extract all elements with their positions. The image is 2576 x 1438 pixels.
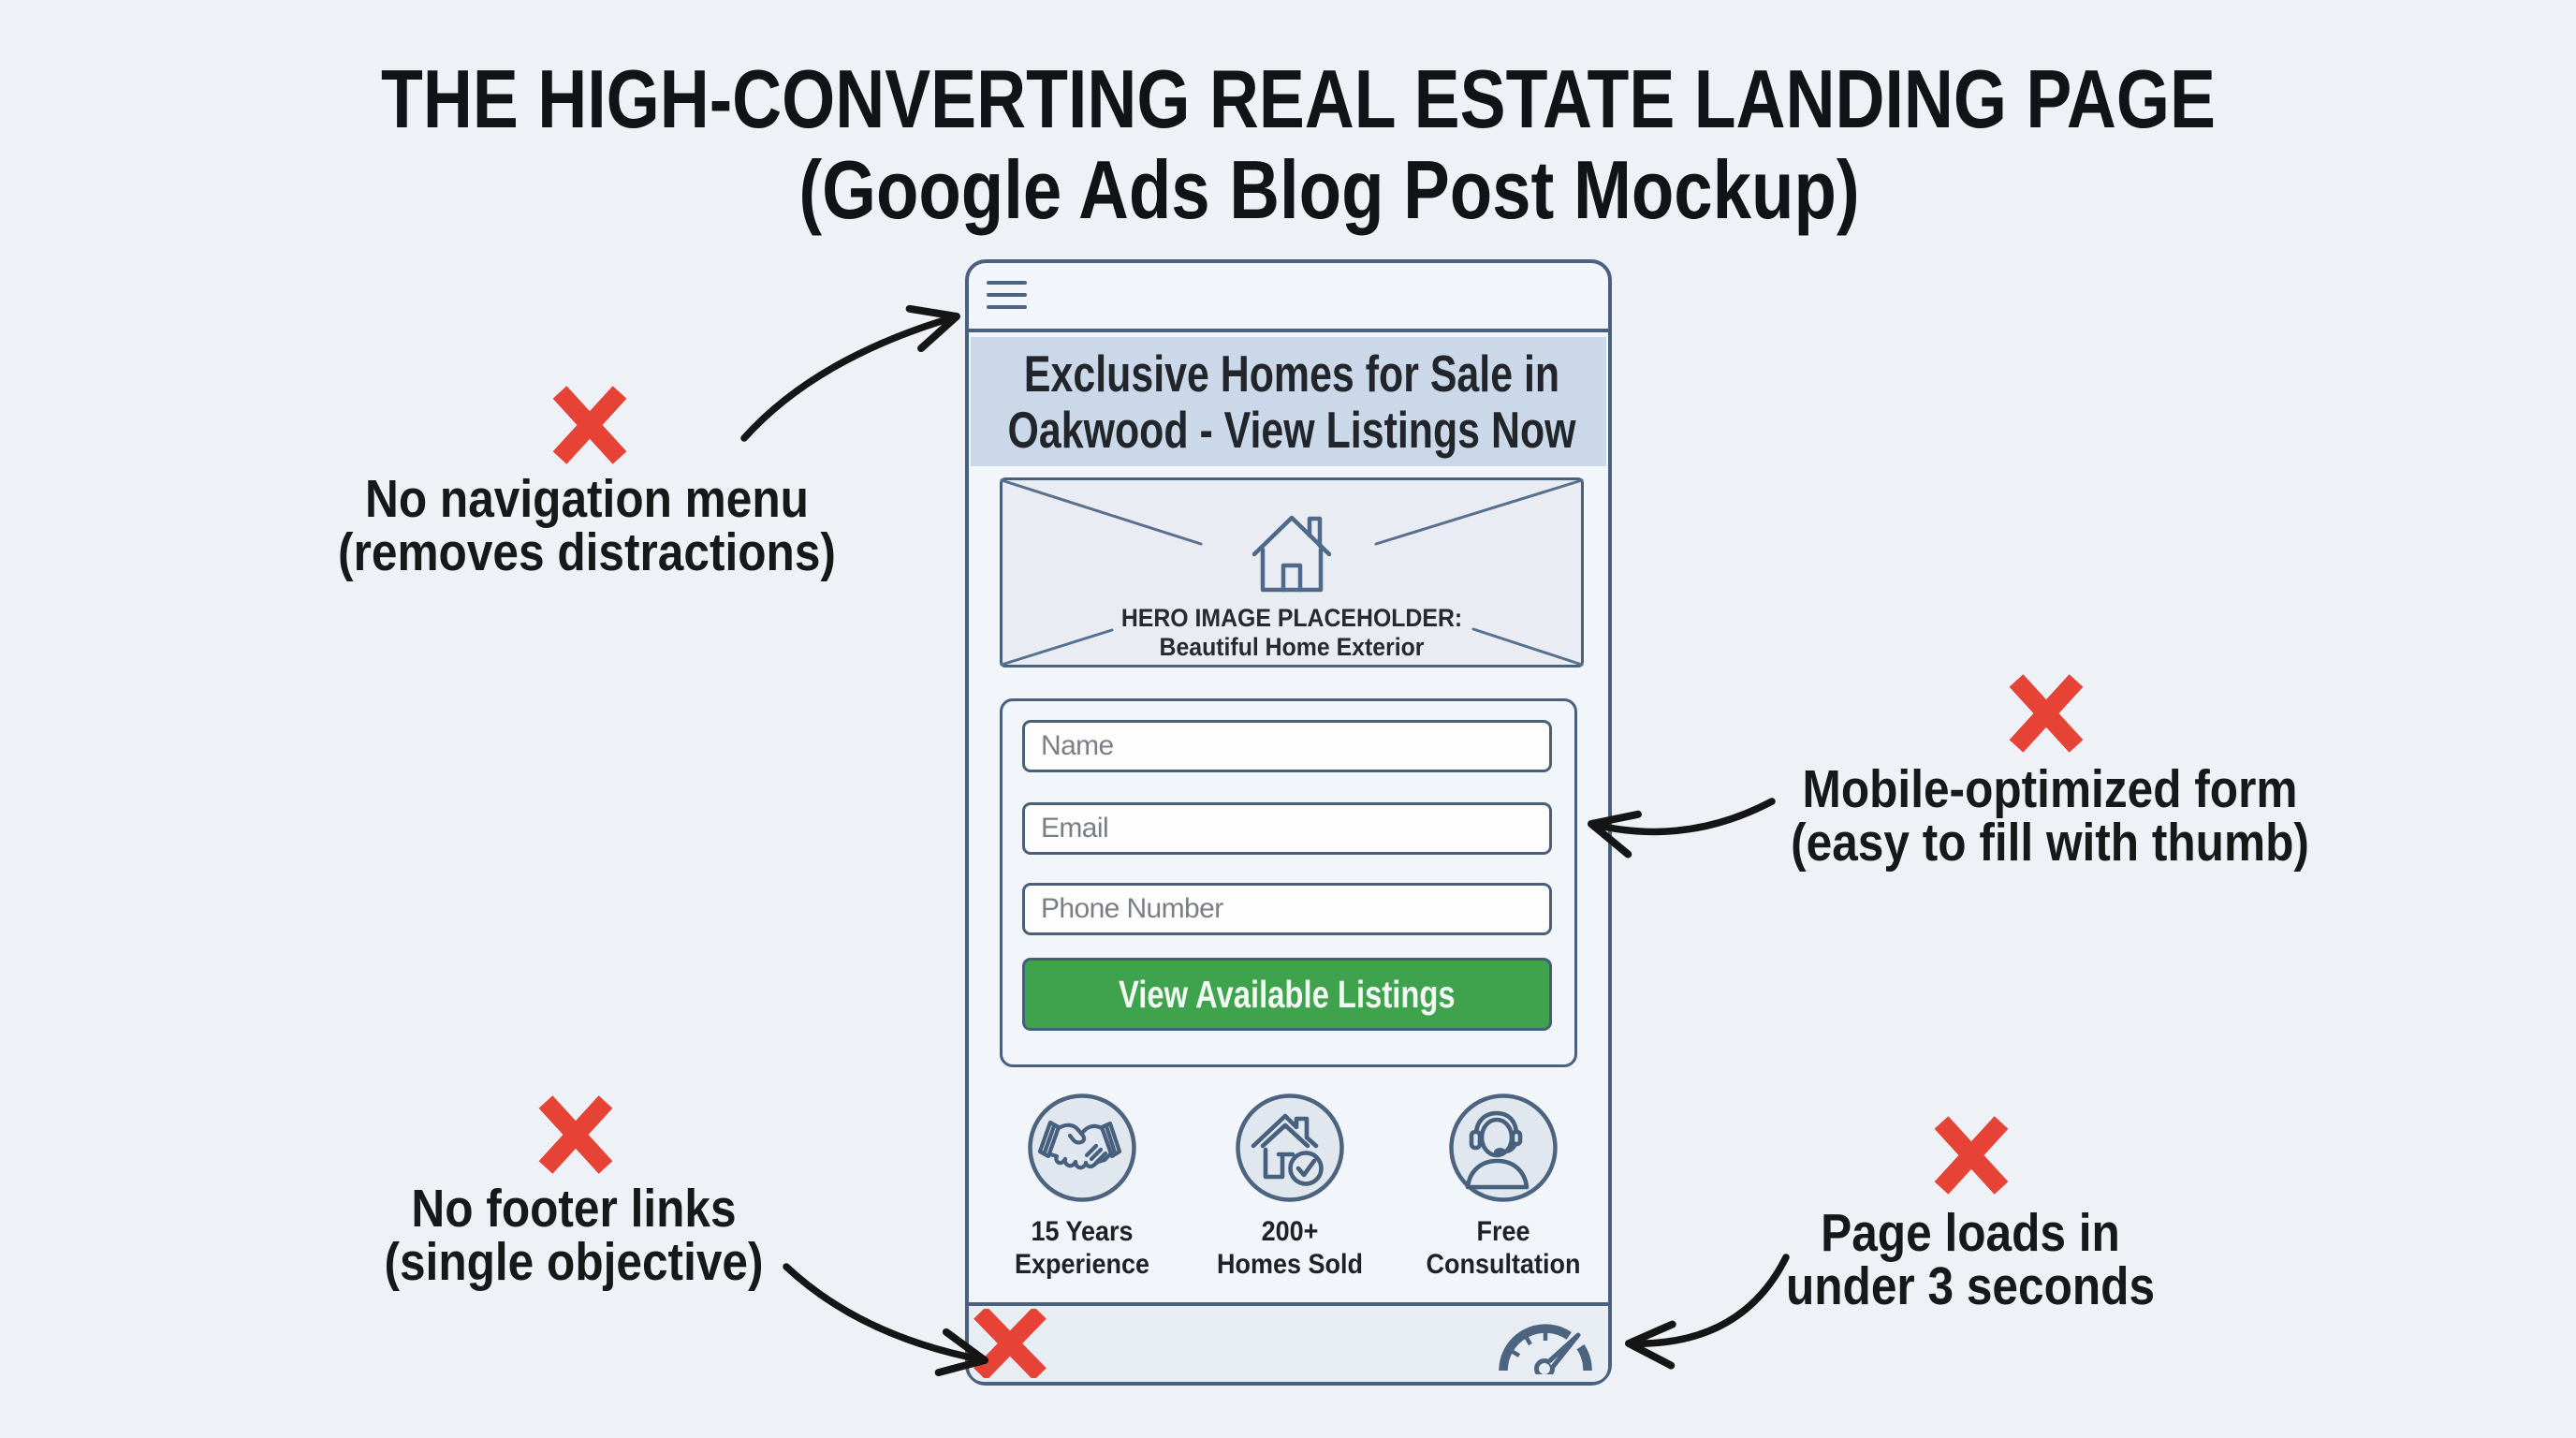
lead-form (1000, 698, 1577, 1067)
house-icon (1251, 515, 1332, 593)
cta-button-label: View Available Listings (1119, 972, 1456, 1016)
headline-line1: Exclusive Homes for Sale in (1023, 345, 1560, 403)
house-check-badge-circle (1236, 1093, 1344, 1202)
annotation-no-nav: No navigation menu(removes distractions) (338, 469, 836, 582)
headset-icon (1465, 1110, 1530, 1190)
hamburger-bar (987, 293, 1027, 297)
headset-badge-circle (1449, 1093, 1558, 1202)
email-input[interactable] (1022, 802, 1552, 855)
x-icon-page-speed (1934, 1116, 2009, 1195)
page-title-line1: THE HIGH-CONVERTING REAL ESTATE LANDING … (381, 52, 2216, 145)
annotation-mobile-form: Mobile-optimized form(easy to fill with … (1791, 759, 2309, 873)
hero-label-line1: HERO IMAGE PLACEHOLDER: (1120, 604, 1463, 632)
speedometer-icon (1499, 1324, 1592, 1374)
footer-divider (965, 1302, 1612, 1306)
topbar-divider (965, 329, 1612, 332)
hero-label-line2: Beautiful Home Exterior (1159, 633, 1425, 661)
hamburger-bar (987, 281, 1027, 285)
x-icon-no-footer (538, 1095, 613, 1174)
x-icon-no-nav (552, 386, 627, 464)
x-icon-mobile-form (2009, 674, 2084, 753)
phone-input[interactable] (1022, 883, 1552, 935)
page-title-line2: (Google Ads Blog Post Mockup) (798, 143, 1860, 236)
footer-x-icon (973, 1309, 1046, 1378)
nav-arrow (740, 304, 960, 442)
handshake-icon (1037, 1120, 1122, 1170)
headline-line2: Oakwood - View Listings Now (1007, 401, 1576, 459)
hero-corner-diagonals (1000, 478, 1584, 667)
cta-button[interactable]: View Available Listings (1022, 958, 1552, 1031)
headline-banner (971, 337, 1606, 466)
annotation-no-footer: No footer links(single objective) (384, 1179, 764, 1292)
hamburger-bar (987, 305, 1027, 309)
name-input[interactable] (1022, 720, 1552, 772)
house-check-icon (1251, 1113, 1319, 1180)
badge-label-homes-sold: 200+Homes Sold (1216, 1216, 1364, 1280)
handshake-badge-circle (1028, 1093, 1136, 1202)
